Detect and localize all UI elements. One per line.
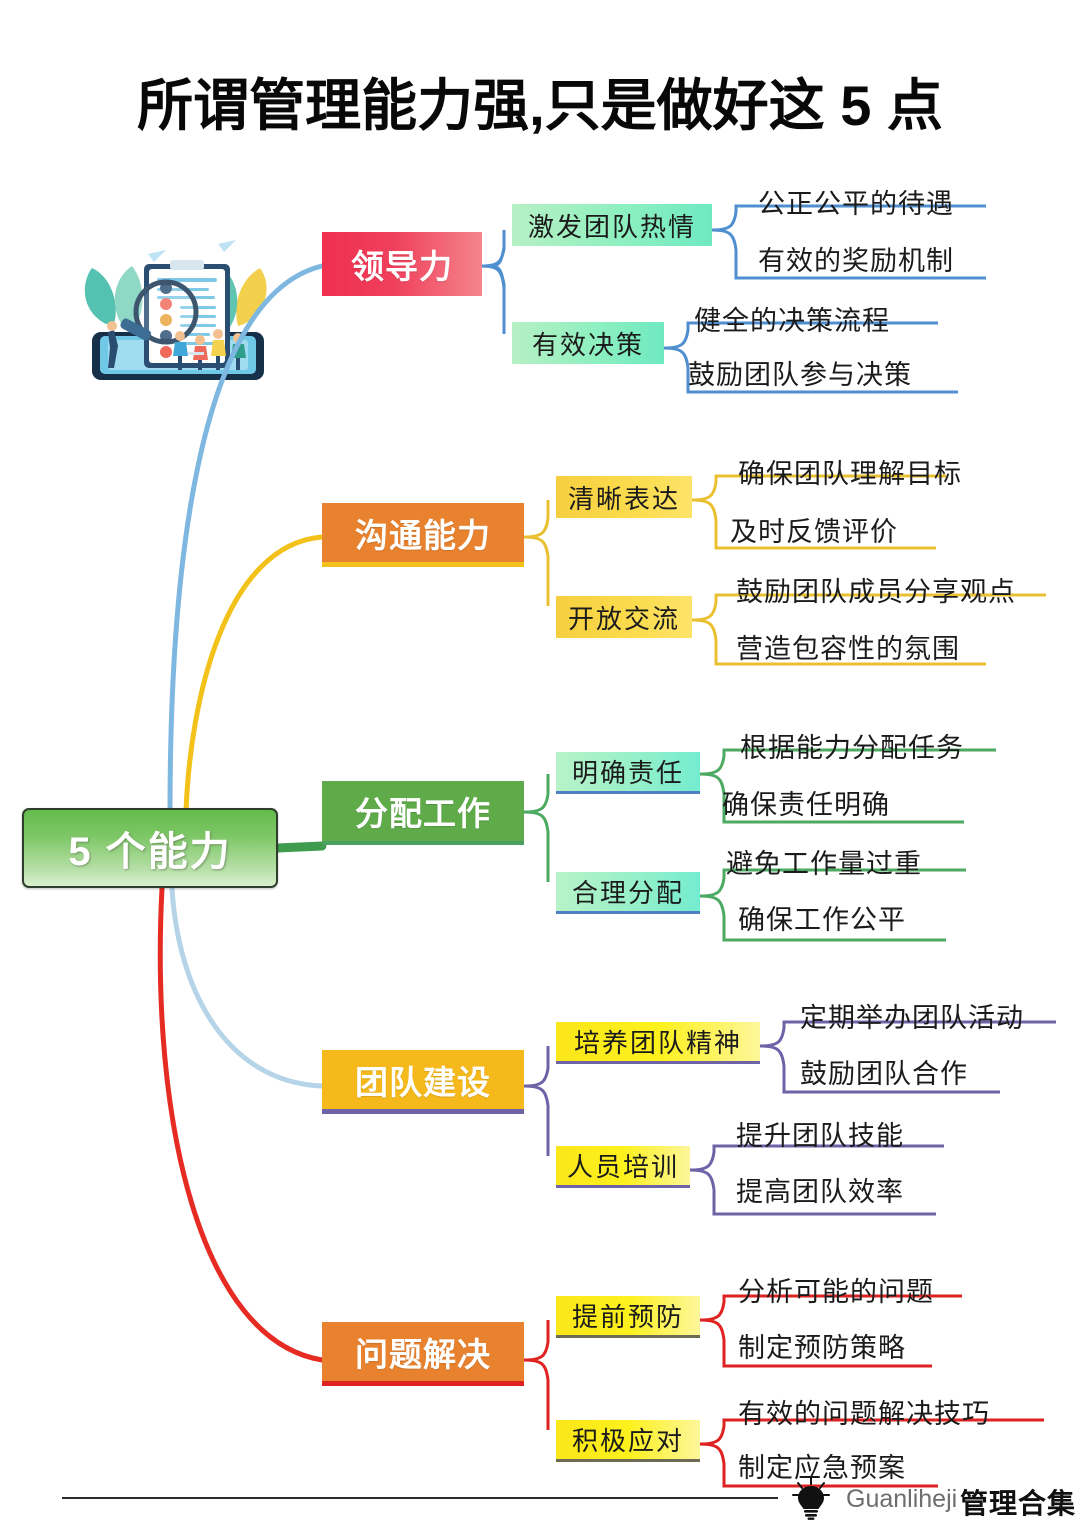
branch-node-problem-solving[interactable]: 问题解决 bbox=[322, 1322, 524, 1386]
footer: Guanliheji 管理合集 bbox=[0, 1470, 1080, 1528]
leaf-node: 确保责任明确 bbox=[722, 790, 890, 820]
sub-node-clear-expression[interactable]: 清晰表达 bbox=[556, 476, 692, 518]
sub-node-reasonable-allocation[interactable]: 合理分配 bbox=[556, 872, 700, 914]
leaf-node: 健全的决策流程 bbox=[694, 306, 890, 336]
leaf-node: 公正公平的待遇 bbox=[758, 189, 954, 219]
leaf-node: 定期举办团队活动 bbox=[800, 1003, 1024, 1033]
leaf-node: 鼓励团队合作 bbox=[800, 1059, 968, 1089]
leaf-node: 分析可能的问题 bbox=[738, 1277, 934, 1307]
sub-node-staff-training[interactable]: 人员培训 bbox=[556, 1146, 690, 1188]
sub-node-label: 有效决策 bbox=[531, 329, 644, 360]
center-node-label: 5 个能力 bbox=[68, 830, 232, 874]
branch-label: 沟通能力 bbox=[355, 516, 491, 554]
leaf-node: 制定应急预案 bbox=[738, 1453, 906, 1483]
page-title: 所谓管理能力强,只是做好这 5 点 bbox=[137, 74, 943, 137]
brand-name-cn: 管理合集 bbox=[960, 1489, 1077, 1520]
leaf-node: 及时反馈评价 bbox=[730, 517, 898, 547]
sub-node-label: 培养团队精神 bbox=[573, 1028, 742, 1058]
sub-node-label: 合理分配 bbox=[571, 878, 684, 908]
leaf-node: 制定预防策略 bbox=[738, 1333, 906, 1363]
sub-node-effective-decision[interactable]: 有效决策 bbox=[512, 322, 664, 364]
leaf-node: 鼓励团队参与决策 bbox=[688, 360, 912, 390]
sub-node-prevention[interactable]: 提前预防 bbox=[556, 1296, 700, 1338]
sub-node-active-response[interactable]: 积极应对 bbox=[556, 1420, 700, 1462]
team-analysis-illustration bbox=[62, 228, 294, 394]
sub-node-team-spirit[interactable]: 培养团队精神 bbox=[556, 1022, 760, 1064]
leaf-node: 营造包容性的氛围 bbox=[736, 634, 960, 664]
leaf-node: 鼓励团队成员分享观点 bbox=[736, 577, 1016, 607]
sub-node-label: 人员培训 bbox=[566, 1152, 679, 1182]
branch-label: 领导力 bbox=[351, 248, 453, 285]
sub-node-label: 清晰表达 bbox=[567, 483, 680, 514]
sub-node-label: 明确责任 bbox=[571, 758, 684, 788]
sub-node-clear-responsibility[interactable]: 明确责任 bbox=[556, 752, 700, 794]
branch-node-leadership[interactable]: 领导力 bbox=[322, 232, 482, 296]
leaf-node: 确保团队理解目标 bbox=[738, 459, 962, 489]
leaf-node: 有效的问题解决技巧 bbox=[738, 1399, 990, 1429]
leaf-node: 避免工作量过重 bbox=[726, 849, 922, 879]
leaf-node: 提高团队效率 bbox=[736, 1177, 904, 1207]
sub-node-label: 提前预防 bbox=[571, 1302, 684, 1332]
leaf-node: 有效的奖励机制 bbox=[758, 246, 954, 276]
sub-node-label: 积极应对 bbox=[571, 1426, 684, 1456]
branch-node-team-building[interactable]: 团队建设 bbox=[322, 1050, 524, 1114]
leaf-node: 提升团队技能 bbox=[736, 1121, 904, 1151]
leaf-node: 确保工作公平 bbox=[738, 905, 906, 935]
footer-divider bbox=[62, 1497, 778, 1499]
branch-label: 问题解决 bbox=[355, 1335, 491, 1373]
branch-label: 分配工作 bbox=[355, 795, 491, 832]
branch-label: 团队建设 bbox=[355, 1063, 491, 1101]
sub-node-label: 开放交流 bbox=[567, 603, 680, 634]
sub-node-open-communication[interactable]: 开放交流 bbox=[556, 596, 692, 638]
sub-node-inspire-team[interactable]: 激发团队热情 bbox=[512, 204, 712, 246]
leaf-node: 根据能力分配任务 bbox=[740, 733, 964, 763]
branch-node-communication[interactable]: 沟通能力 bbox=[322, 503, 524, 567]
branch-node-work-allocation[interactable]: 分配工作 bbox=[322, 781, 524, 845]
lightbulb-icon bbox=[790, 1476, 832, 1520]
sub-node-label: 激发团队热情 bbox=[527, 211, 696, 242]
center-node[interactable]: 5 个能力 bbox=[22, 808, 278, 888]
brand-name-en: Guanliheji bbox=[846, 1485, 958, 1513]
